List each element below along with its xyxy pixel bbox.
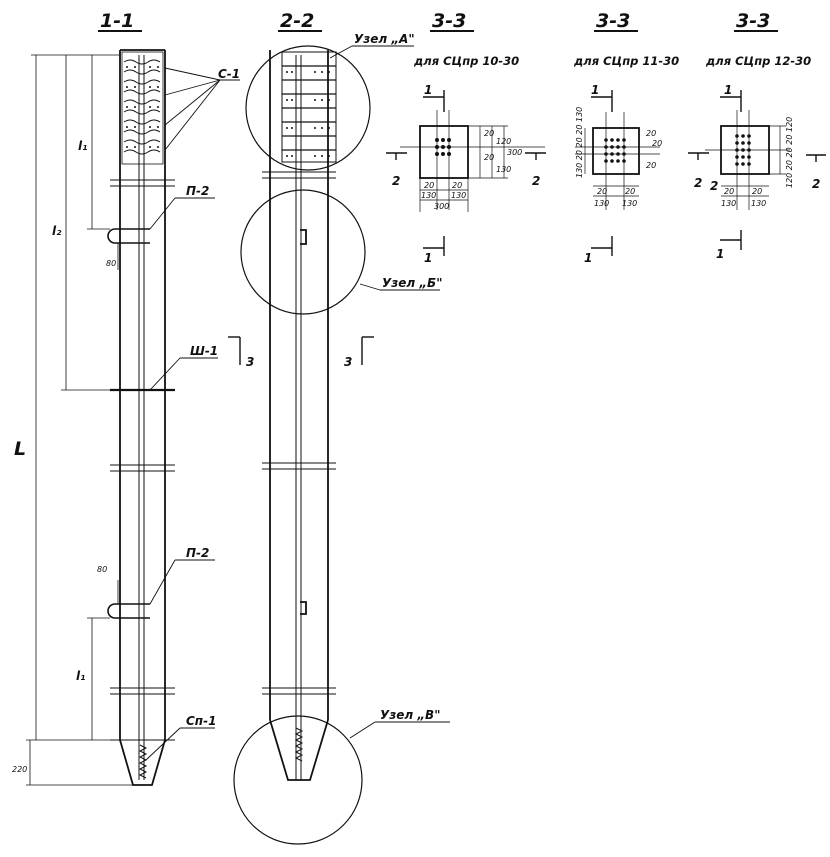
cs-c-bottom-mark: 1 bbox=[716, 247, 724, 261]
cs-a-left-mark: 2 bbox=[392, 174, 400, 188]
callout-w1: Ш-1 bbox=[190, 344, 218, 358]
cs-c-section-marks bbox=[720, 90, 826, 250]
cs-b-r20c: 20 bbox=[646, 161, 656, 170]
cs-a-w300: 300 bbox=[434, 202, 449, 211]
dim-80-top: 80 bbox=[106, 259, 116, 268]
cs-b-top-mark: 1 bbox=[591, 83, 599, 97]
cs-a-w20b: 20 bbox=[452, 181, 462, 190]
cs-b-w130a: 130 bbox=[594, 199, 609, 208]
node-leaders bbox=[329, 45, 450, 739]
cs-b-left-stack: 130 20 20 20 130 bbox=[575, 107, 584, 178]
node-v-circle bbox=[233, 715, 363, 845]
cs-c-w20a: 20 bbox=[724, 187, 734, 196]
cs-a-top-mark: 1 bbox=[424, 83, 432, 97]
section-mark-3-left-label: 3 bbox=[246, 355, 254, 369]
cs-a-w130b: 130 bbox=[451, 191, 466, 200]
cs-a-right-mark: 2 bbox=[532, 174, 540, 188]
callout-c1: С-1 bbox=[218, 67, 240, 81]
section-mark-3-right-label: 3 bbox=[344, 355, 352, 369]
dim-L: L bbox=[14, 438, 26, 460]
cs-c-top-mark: 1 bbox=[724, 83, 732, 97]
callout-leaders-1-1 bbox=[145, 67, 240, 761]
cross-section-a bbox=[400, 110, 545, 212]
node-a-circle bbox=[245, 45, 371, 171]
callout-sp1: Сп-1 bbox=[186, 714, 216, 728]
cs-c-w20b: 20 bbox=[752, 187, 762, 196]
cs-a-h20a: 20 bbox=[484, 129, 494, 138]
section-mark-3-left bbox=[228, 336, 241, 365]
pile-elevation-2-2 bbox=[233, 45, 371, 845]
node-b-circle bbox=[240, 189, 366, 315]
title-section-3-3-a: 3-3 bbox=[432, 10, 466, 32]
subtitle-a: для СЦпр 10-30 bbox=[413, 54, 519, 68]
cross-section-c bbox=[705, 110, 790, 210]
subtitle-b: для СЦпр 11-30 bbox=[573, 54, 679, 68]
title-section-3-3-c: 3-3 bbox=[736, 10, 770, 32]
cs-b-r20a: 20 bbox=[646, 129, 656, 138]
dim-l2: l₂ bbox=[52, 224, 62, 238]
cs-a-h20b: 20 bbox=[484, 153, 494, 162]
cs-b-left-mark: 2 bbox=[694, 176, 702, 190]
cs-c-right-mark: 2 bbox=[812, 177, 820, 191]
callout-node-a: Узел „А" bbox=[354, 32, 415, 46]
callout-node-v: Узел „В" bbox=[380, 708, 440, 722]
cross-section-b bbox=[575, 112, 660, 210]
dim-l1-top: l₁ bbox=[78, 139, 87, 153]
dim-80-bottom: 80 bbox=[97, 565, 107, 574]
cs-c-w130a: 130 bbox=[721, 199, 736, 208]
cs-c-left-mark: 2 bbox=[710, 179, 718, 193]
subtitle-c: для СЦпр 12-30 bbox=[705, 54, 811, 68]
title-section-2-2: 2-2 bbox=[280, 10, 314, 32]
callout-node-b: Узел „Б" bbox=[382, 276, 442, 290]
cs-c-w130b: 130 bbox=[751, 199, 766, 208]
cs-a-section-marks bbox=[386, 90, 546, 256]
cs-b-w130b: 130 bbox=[622, 199, 637, 208]
dimension-lines-1-1 bbox=[26, 54, 133, 786]
callout-p2-top: П-2 bbox=[186, 184, 209, 198]
title-section-3-3-b: 3-3 bbox=[596, 10, 630, 32]
callout-p2-bottom: П-2 bbox=[186, 546, 209, 560]
cs-b-w20b: 20 bbox=[625, 187, 635, 196]
cs-b-bottom-mark: 1 bbox=[584, 251, 592, 265]
cs-c-right-stack: 120 20 20 20 120 bbox=[785, 117, 794, 188]
title-section-1-1: 1-1 bbox=[100, 10, 134, 32]
cs-b-r20b: 20 bbox=[652, 139, 662, 148]
cs-a-w130a: 130 bbox=[421, 191, 436, 200]
cs-a-h130: 130 bbox=[496, 165, 511, 174]
dim-220: 220 bbox=[12, 765, 27, 774]
cs-a-h300: 300 bbox=[507, 148, 522, 157]
cs-a-w20a: 20 bbox=[424, 181, 434, 190]
cs-a-h120: 120 bbox=[496, 137, 511, 146]
pile-elevation-1-1 bbox=[107, 49, 175, 786]
cs-a-bottom-mark: 1 bbox=[424, 251, 432, 265]
cs-b-w20a: 20 bbox=[597, 187, 607, 196]
dim-l1-bottom: l₁ bbox=[76, 669, 85, 683]
section-mark-3-right bbox=[361, 336, 374, 365]
cs-b-section-marks bbox=[591, 90, 709, 256]
